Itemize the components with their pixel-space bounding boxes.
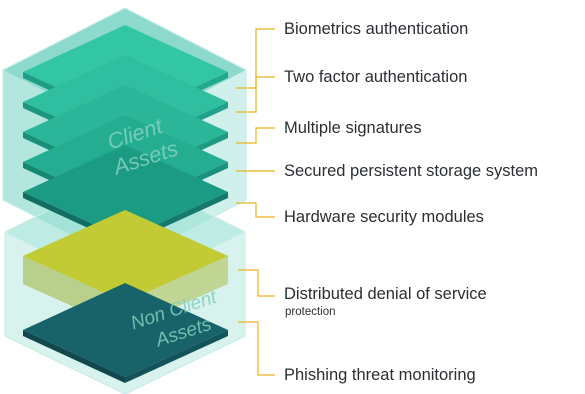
label-multisig: Multiple signatures [284, 119, 422, 137]
leader-line-biometrics [236, 28, 275, 89]
label-phishing: Phishing threat monitoring [284, 366, 476, 384]
label-ddos-sub: protection [285, 306, 336, 318]
leader-line-ddos [238, 269, 275, 297]
label-two-factor: Two factor authentication [284, 68, 468, 86]
leader-lines [236, 28, 275, 376]
leader-line-two-factor [236, 76, 275, 113]
label-secured-storage: Secured persistent storage system [284, 162, 539, 180]
leader-line-phishing [238, 321, 275, 376]
layer-plate-phishing [23, 283, 228, 383]
leader-line-multisig [236, 127, 275, 144]
label-biometrics: Biometrics authentication [284, 20, 469, 38]
label-ddos: Distributed denial of service [284, 285, 487, 303]
label-hsm: Hardware security modules [284, 208, 484, 226]
leader-line-hsm [236, 202, 275, 218]
